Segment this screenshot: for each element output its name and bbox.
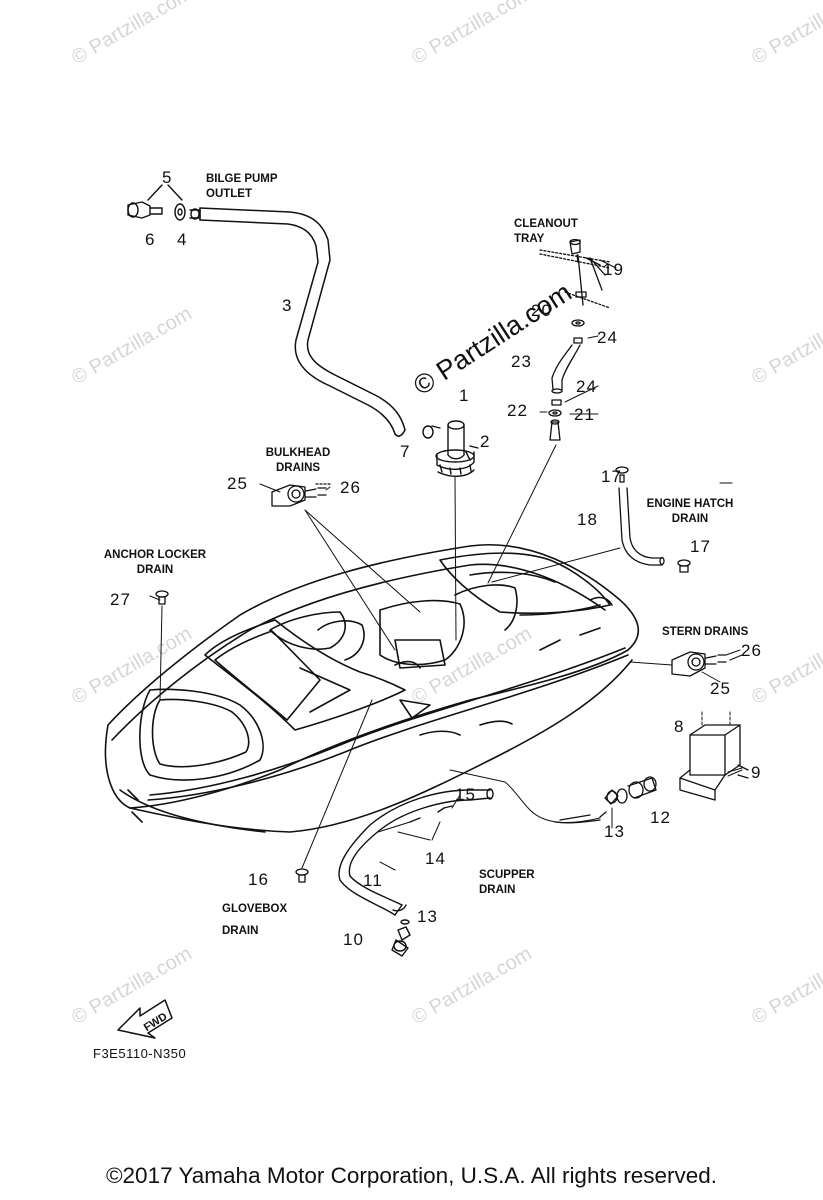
- part-number: 23: [511, 352, 532, 371]
- part-number: 8: [674, 717, 685, 736]
- engine-hatch-drain: [491, 466, 691, 583]
- part-number: 21: [574, 405, 595, 424]
- part-number: 22: [507, 401, 528, 420]
- part-number: 7: [400, 442, 411, 461]
- part-number: 16: [248, 870, 269, 889]
- cleanout-parts: [487, 238, 611, 584]
- part-number: 25: [227, 474, 248, 493]
- scupper-hose: [338, 788, 494, 957]
- leaders: [149, 259, 743, 871]
- fwd-arrow-icon: [117, 999, 173, 1039]
- part-number: 3: [282, 296, 293, 315]
- copyright: ©2017 Yamaha Motor Corporation, U.S.A. A…: [105, 1163, 718, 1188]
- part-number: 17: [601, 467, 622, 486]
- part-number: 20: [531, 301, 552, 320]
- bracket: [679, 711, 749, 801]
- part-number: 14: [425, 849, 446, 868]
- glovebox-drain: [295, 699, 373, 883]
- bilge-pump: [422, 420, 479, 477]
- part-number: 27: [110, 590, 131, 609]
- part-number: 25: [710, 679, 731, 698]
- part-number: 12: [650, 808, 671, 827]
- part-number: 24: [576, 377, 597, 396]
- outlet-fittings: [127, 184, 201, 221]
- bilge-hose: [199, 207, 406, 437]
- part-number: 24: [597, 328, 618, 347]
- part-number: 9: [751, 763, 762, 782]
- part-number: 1: [459, 386, 470, 405]
- part-number: 26: [741, 641, 762, 660]
- part-number: 4: [177, 230, 188, 249]
- boat-hull: [104, 544, 640, 833]
- part-number: 18: [577, 510, 598, 529]
- part-number: 5: [162, 168, 173, 187]
- part-number: 13: [604, 822, 625, 841]
- part-number: 17: [690, 537, 711, 556]
- part-number: 11: [363, 871, 383, 890]
- part-number: 10: [343, 930, 364, 949]
- diagram-code: F3E5110-N350: [93, 1046, 187, 1061]
- part-number: 6: [145, 230, 156, 249]
- part-number: 19: [603, 260, 624, 279]
- fwd-label: FWD: [142, 1011, 170, 1034]
- stern-drain: [629, 651, 727, 677]
- part-number: 2: [480, 432, 491, 451]
- bulkhead-drain: [271, 483, 331, 507]
- part-number: 15: [455, 785, 476, 804]
- part-number: 26: [340, 478, 361, 497]
- anchor-locker-drain: [155, 590, 169, 701]
- part-number: 13: [417, 907, 438, 926]
- label-stern-drains: STERN DRAINS: [662, 626, 749, 638]
- scupper-fittings: [449, 769, 657, 824]
